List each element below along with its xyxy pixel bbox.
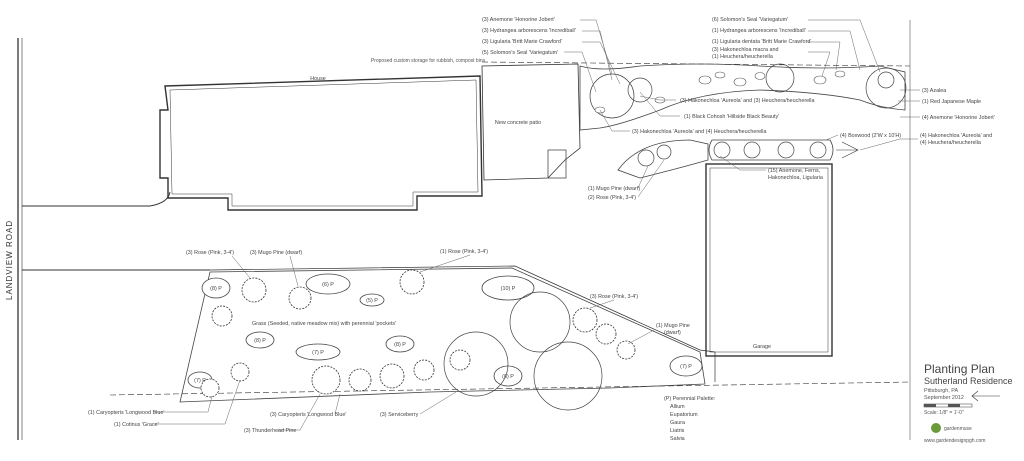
mugo-pine-side xyxy=(637,149,655,167)
ligularia-plant xyxy=(765,63,795,93)
leaf-icon xyxy=(931,423,941,433)
side-bed xyxy=(617,139,709,179)
labels-front: (3) Rose (Pink, 3-4') (3) Mugo Pine (dwa… xyxy=(88,249,690,434)
pocket-label: (7) P xyxy=(680,364,692,370)
garage-label: Garage xyxy=(753,344,771,350)
label-mugo-side: (1) Mugo Pine (dwarf) xyxy=(588,186,640,192)
patio: New concrete patio Proposed custom stora… xyxy=(371,58,581,181)
label-hakone-far-2: (4) Heuchera/heucherella xyxy=(920,140,981,146)
driveway xyxy=(22,191,716,382)
azalea-plant xyxy=(877,71,895,89)
boxwood-hedge xyxy=(708,139,859,161)
serviceberry-tree xyxy=(533,341,603,411)
palette-title: (P) Perennial Palette: xyxy=(664,396,715,402)
logo: gardenmuse xyxy=(931,423,972,433)
pocket-label: (10) P xyxy=(501,286,516,292)
label-anemone-ferns-2: Hakonechloa, Ligularia xyxy=(768,175,823,181)
label-cohosh: (1) Black Cohosh 'Hillside Black Beauty' xyxy=(684,114,779,120)
label-hydrangea-right: (1) Hydrangea arborescens 'Incrediball' xyxy=(712,28,806,34)
pocket-label: (8) P xyxy=(502,374,514,380)
pocket-label: (8) P xyxy=(394,342,406,348)
label-serviceberry: (3) Serviceberry xyxy=(380,412,419,418)
label-hakone-far-1: (4) Hakonechloa 'Aureola' and xyxy=(920,133,992,139)
road-label: LANDVIEW ROAD xyxy=(5,220,14,300)
property-line xyxy=(481,61,911,67)
label-hakone-lower: (3) Hakonechloa 'Aureola' and (4) Heuche… xyxy=(632,129,767,135)
label-rose-side: (2) Rose (Pink, 3-4') xyxy=(588,195,636,201)
label-hakone-pair-1: (3) Hakonechloa macra and xyxy=(712,47,779,53)
patio-label: New concrete patio xyxy=(495,120,541,126)
perennial-palette: (P) Perennial Palette: Allium Eupatorium… xyxy=(664,396,715,442)
label-azalea: (3) Azalea xyxy=(922,88,946,94)
garage: Garage xyxy=(705,163,833,357)
palette-item: Liatris xyxy=(670,428,685,434)
label-hydrangea-top: (3) Hydrangea arborescens 'Incrediball' xyxy=(482,28,576,34)
palette-item: Salvia xyxy=(670,436,685,442)
scale-label: Scale: 1/8" = 1'-0" xyxy=(924,410,964,416)
pocket-label: (7) P xyxy=(312,350,324,356)
plan-subtitle: Sutherland Residence xyxy=(924,376,1013,386)
serviceberry-tree xyxy=(509,291,571,353)
japanese-maple xyxy=(865,67,907,109)
rose-side xyxy=(656,144,672,160)
labels-top-right: (6) Solomon's Seal 'Variegatum' (1) Hydr… xyxy=(712,17,811,60)
label-thunderhead-pine: (3) Thunderhead Pine xyxy=(244,428,296,434)
label-hakone-mid: (3) Hakonechloa 'Aureola' and (3) Heuche… xyxy=(680,98,815,104)
scale-bar: Scale: 1/8" = 1'-0" xyxy=(923,403,973,416)
palette-item: Gaura xyxy=(670,420,685,426)
label-cotinus: (1) Cotinus 'Grace' xyxy=(114,422,159,428)
labels-right: (3) Azalea (1) Red Japanese Maple (4) An… xyxy=(920,88,995,146)
label-rose-b: (1) Rose (Pink, 3-4') xyxy=(440,249,488,255)
label-maple: (1) Red Japanese Maple xyxy=(922,99,981,105)
labels-middle: (3) Hakonechloa 'Aureola' and (3) Heuche… xyxy=(588,98,901,201)
title-block: Planting Plan Sutherland Residence Pitts… xyxy=(923,362,1013,444)
meadow-bed xyxy=(179,267,706,411)
label-caryopteris-right: (3) Caryopteris 'Longwood Blue' xyxy=(270,412,346,418)
plan-title: Planting Plan xyxy=(924,362,995,376)
label-mugo-a: (3) Mugo Pine (dwarf) xyxy=(250,250,302,256)
palette-item: Allium xyxy=(670,404,685,410)
pocket-label: (8) P xyxy=(210,286,222,292)
house: House xyxy=(159,75,483,211)
serviceberry-tree xyxy=(443,331,509,397)
label-ligularia-right: (1) Ligularia dentata 'Britt Marie Crawf… xyxy=(712,39,811,45)
label-rose-a: (3) Rose (Pink, 3-4') xyxy=(186,250,234,256)
label-solomon-right: (6) Solomon's Seal 'Variegatum' xyxy=(712,17,788,23)
label-anemone-ferns-1: (15) Anemone, Ferns, xyxy=(768,168,821,174)
label-grass: Grass (Seeded, native meadow mix) with p… xyxy=(252,321,396,327)
label-anemone-top: (3) Anemone 'Honorine Jobert' xyxy=(482,17,555,23)
house-label: House xyxy=(310,76,326,82)
leader-lines xyxy=(154,19,920,431)
website-url: www.gardendesignpgh.com xyxy=(924,438,985,444)
logo-text: gardenmuse xyxy=(944,426,972,432)
pocket-labels: (8) P (6) P (5) P (8) P (10) P (7) P (8)… xyxy=(194,282,692,384)
label-boxwood: (4) Boxwood (2'W x 10'H) xyxy=(840,133,901,139)
label-hakone-pair-2: (1) Heuchera/heucherella xyxy=(712,54,773,60)
pocket-label: (5) P xyxy=(366,298,378,304)
palette-item: Eupatorium xyxy=(670,412,698,418)
cohosh-plant xyxy=(627,77,653,103)
label-mugo-b-1: (1) Mugo Pine xyxy=(656,323,690,329)
plan-date: September 2012 xyxy=(924,395,964,401)
pocket-label: (6) P xyxy=(322,282,334,288)
shade-bed xyxy=(579,63,907,131)
label-anemone-right: (4) Anemone 'Honorine Jobert' xyxy=(922,115,995,121)
label-ligularia-top: (3) Ligularia 'Britt Marie Crawford' xyxy=(482,39,562,45)
label-rose-c: (3) Rose (Pink, 3-4') xyxy=(590,294,638,300)
front-property-line xyxy=(109,381,911,396)
label-mugo-b-2: (dwarf) xyxy=(664,330,681,336)
pocket-label: (8) P xyxy=(254,338,266,344)
north-arrow-icon xyxy=(971,390,1000,402)
label-caryopteris-left: (1) Caryopteris 'Longwood Blue' xyxy=(88,410,164,416)
plan-city: Pittsburgh, PA xyxy=(924,388,958,394)
pocket-label: (7) P xyxy=(194,378,206,384)
storage-label: Proposed custom storage for rubbish, com… xyxy=(371,58,486,64)
road: LANDVIEW ROAD xyxy=(5,38,23,440)
label-solomon-left: (5) Solomon's Seal 'Variegatum' xyxy=(482,50,558,56)
labels-top-left: (3) Anemone 'Honorine Jobert' (3) Hydran… xyxy=(482,17,576,56)
